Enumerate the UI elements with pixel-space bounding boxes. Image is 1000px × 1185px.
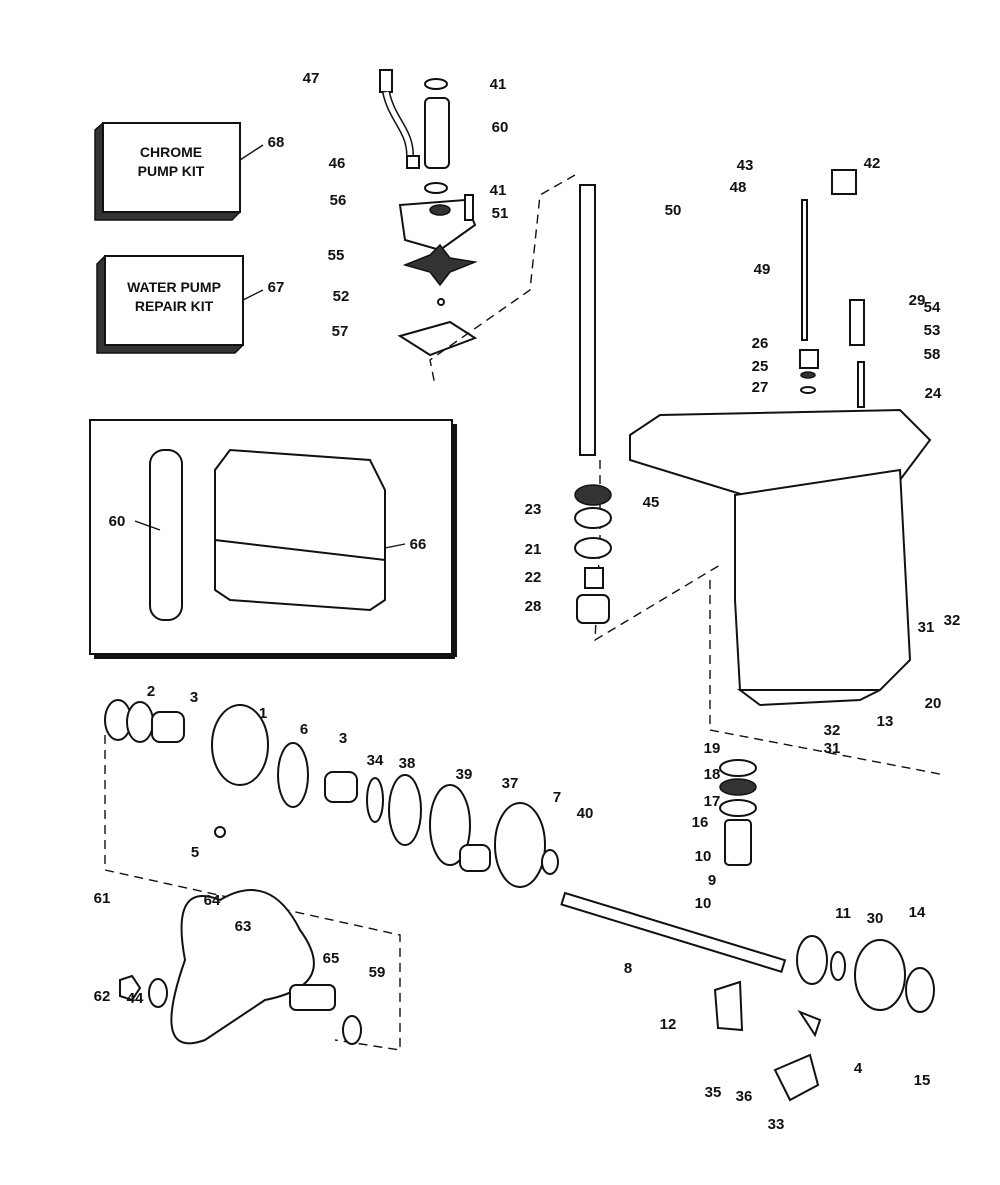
callout-17: 17 <box>704 793 721 810</box>
callout-59: 59 <box>369 964 386 981</box>
callout-26: 26 <box>752 335 769 352</box>
callout-67: 67 <box>268 279 285 296</box>
callout-5: 5 <box>191 844 199 861</box>
callout-23: 23 <box>525 501 542 518</box>
callout-55: 55 <box>328 247 345 264</box>
callout-41: 41 <box>490 76 507 93</box>
callout-33: 33 <box>768 1116 785 1133</box>
callout-46: 46 <box>329 155 346 172</box>
callout-3: 3 <box>190 689 198 706</box>
callout-35: 35 <box>705 1084 722 1101</box>
callout-60: 60 <box>492 119 509 136</box>
callout-49: 49 <box>754 261 771 278</box>
bearings <box>574 484 612 624</box>
callout-11: 11 <box>835 905 851 922</box>
callout-25: 25 <box>752 358 769 375</box>
callout-57: 57 <box>332 323 349 340</box>
callout-43: 43 <box>737 157 754 174</box>
callout-4: 4 <box>854 1060 863 1077</box>
callout-58: 58 <box>924 346 941 363</box>
callout-32: 32 <box>824 722 841 739</box>
callout-37: 37 <box>502 775 519 792</box>
callout-36: 36 <box>736 1088 753 1105</box>
callout-47: 47 <box>303 70 320 87</box>
callout-54: 54 <box>924 299 941 316</box>
callout-24: 24 <box>925 385 942 402</box>
callout-42: 42 <box>864 155 881 172</box>
callout-10: 10 <box>695 848 712 865</box>
kit-label-line-1: WATER PUMP <box>127 279 221 295</box>
callout-39: 39 <box>456 766 473 783</box>
callout-56: 56 <box>330 192 347 209</box>
callout-66: 66 <box>410 536 427 553</box>
callout-2: 2 <box>147 683 155 700</box>
callout-6: 6 <box>300 721 308 738</box>
callout-19: 19 <box>704 740 721 757</box>
callout-21: 21 <box>525 541 542 558</box>
callout-38: 38 <box>399 755 416 772</box>
callout-48: 48 <box>730 179 747 196</box>
callout-64: 64 <box>204 892 221 909</box>
kit-label-line-2: REPAIR KIT <box>135 298 214 314</box>
callout-41: 41 <box>490 182 507 199</box>
callout-20: 20 <box>925 695 942 712</box>
callout-15: 15 <box>914 1072 931 1089</box>
callout-13: 13 <box>877 713 894 730</box>
callout-62: 62 <box>94 988 111 1005</box>
callout-14: 14 <box>909 904 926 921</box>
callout-3: 3 <box>339 730 347 747</box>
kit-label-line-2: PUMP KIT <box>138 163 205 179</box>
callout-53: 53 <box>924 322 941 339</box>
callout-65: 65 <box>323 950 340 967</box>
callout-40: 40 <box>577 805 594 822</box>
callout-7: 7 <box>553 789 561 806</box>
callout-63: 63 <box>235 918 252 935</box>
gearcase-housing <box>629 169 932 707</box>
callout-1: 1 <box>259 705 267 722</box>
callout-16: 16 <box>692 814 709 831</box>
callout-52: 52 <box>333 288 350 305</box>
chrome-pump-kit-box: CHROME PUMP KIT 68 <box>94 122 285 221</box>
callout-8: 8 <box>624 960 632 977</box>
callout-50: 50 <box>665 202 682 219</box>
callout-29: 29 <box>909 292 926 309</box>
callout-9: 9 <box>708 872 716 889</box>
water-pump-parts <box>379 69 478 357</box>
kit-label-line-1: CHROME <box>140 144 202 160</box>
callout-27: 27 <box>752 379 769 396</box>
callout-61: 61 <box>94 890 111 907</box>
driveshaft <box>429 174 721 642</box>
callout-10: 10 <box>695 895 712 912</box>
callout-68: 68 <box>268 134 285 151</box>
callout-18: 18 <box>704 766 721 783</box>
lower-unit-parts <box>104 580 946 1102</box>
callout-60: 60 <box>109 513 126 530</box>
callout-30: 30 <box>867 910 884 927</box>
callout-34: 34 <box>367 752 384 769</box>
callout-32: 32 <box>944 612 961 629</box>
callout-28: 28 <box>525 598 542 615</box>
callout-12: 12 <box>660 1016 677 1033</box>
callout-22: 22 <box>525 569 542 586</box>
water-pump-repair-kit-box: WATER PUMP REPAIR KIT 67 <box>96 255 285 354</box>
callout-44: 44 <box>127 990 144 1007</box>
callout-51: 51 <box>492 205 509 222</box>
inset-frame: 60 66 <box>89 419 457 659</box>
callout-31: 31 <box>824 740 841 757</box>
callout-31: 31 <box>918 619 935 636</box>
callout-45: 45 <box>643 494 660 511</box>
